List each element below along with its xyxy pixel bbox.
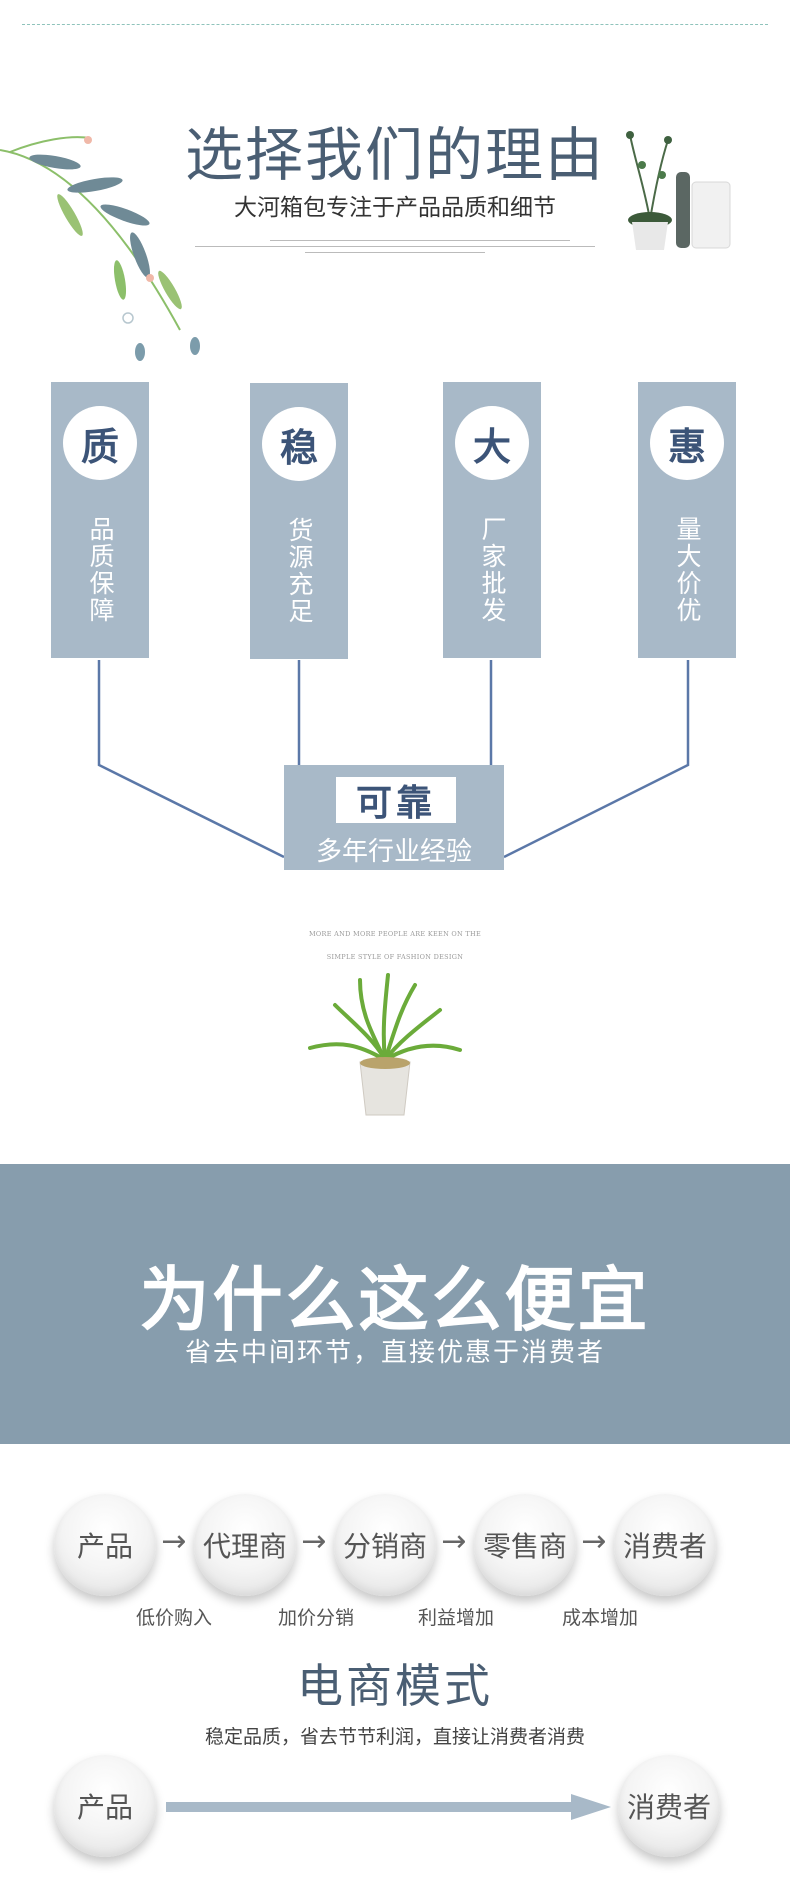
reliable-label: 可靠 (336, 777, 456, 824)
arrow-right-icon: → (301, 1524, 327, 1559)
reason-card-stable: 稳 货源充足 (250, 383, 348, 659)
arrow-right-icon: → (441, 1524, 467, 1559)
reason-text: 量大价优 (673, 516, 702, 624)
ecommerce-node-product: 产品 (54, 1755, 156, 1857)
reason-text: 货源充足 (285, 517, 314, 625)
chain-step-label: 成本增加 (561, 1607, 638, 1629)
ecommerce-subtitle: 稳定品质，省去节节利润，直接让消费者消费 (204, 1726, 585, 1748)
reason-badge: 大 (455, 406, 529, 480)
leaf-branch-decoration (0, 136, 200, 361)
reliable-card: 可靠 多年行业经验 (284, 765, 504, 870)
banner-subtitle: 省去中间环节，直接优惠于消费者 (184, 1338, 605, 1368)
long-arrow-icon (166, 1794, 611, 1820)
decorative-fine-print (195, 246, 595, 247)
chain-node-consumer: 消费者 (614, 1494, 716, 1596)
why-cheap-banner: 为什么这么便宜 省去中间环节，直接优惠于消费者 (0, 1164, 790, 1444)
reason-card-quality: 质 品质保障 (51, 382, 149, 658)
decorative-fine-print (305, 252, 485, 253)
arrow-right-icon: → (581, 1524, 607, 1559)
english-tagline-1: MORE AND MORE PEOPLE ARE KEEN ON THE (308, 930, 482, 938)
banner-title: 为什么这么便宜 (139, 1259, 651, 1341)
chain-node-distributor: 分销商 (334, 1494, 436, 1596)
ecommerce-node-consumer: 消费者 (618, 1755, 720, 1857)
decorative-fine-print (270, 240, 570, 241)
reason-text: 品质保障 (86, 516, 115, 624)
chain-node-agent: 代理商 (194, 1494, 296, 1596)
ecommerce-title: 电商模式 (297, 1659, 493, 1713)
chain-step-label: 利益增加 (417, 1607, 494, 1629)
arrow-right-icon: → (161, 1524, 187, 1559)
reason-card-big: 大 厂家批发 (443, 382, 541, 658)
chain-step-label: 加价分销 (277, 1607, 354, 1629)
chain-node-product: 产品 (54, 1494, 156, 1596)
page-title: 选择我们的理由 (184, 121, 605, 189)
reason-card-benefit: 惠 量大价优 (638, 382, 736, 658)
reason-badge: 质 (63, 406, 137, 480)
connector-lines (97, 660, 690, 859)
reliable-subtitle: 多年行业经验 (315, 837, 472, 867)
page-subtitle: 大河箱包专注于产品品质和细节 (234, 195, 556, 221)
chain-step-label: 低价购入 (135, 1607, 212, 1629)
top-dashed-divider (22, 24, 768, 25)
potted-plants-image (626, 131, 731, 250)
english-tagline-2: SIMPLE STYLE OF FASHION DESIGN (326, 953, 464, 961)
reason-text: 厂家批发 (478, 516, 507, 624)
reason-badge: 稳 (262, 407, 336, 481)
spider-plant-image (308, 973, 462, 1116)
chain-node-retailer: 零售商 (474, 1494, 576, 1596)
reason-badge: 惠 (650, 406, 724, 480)
